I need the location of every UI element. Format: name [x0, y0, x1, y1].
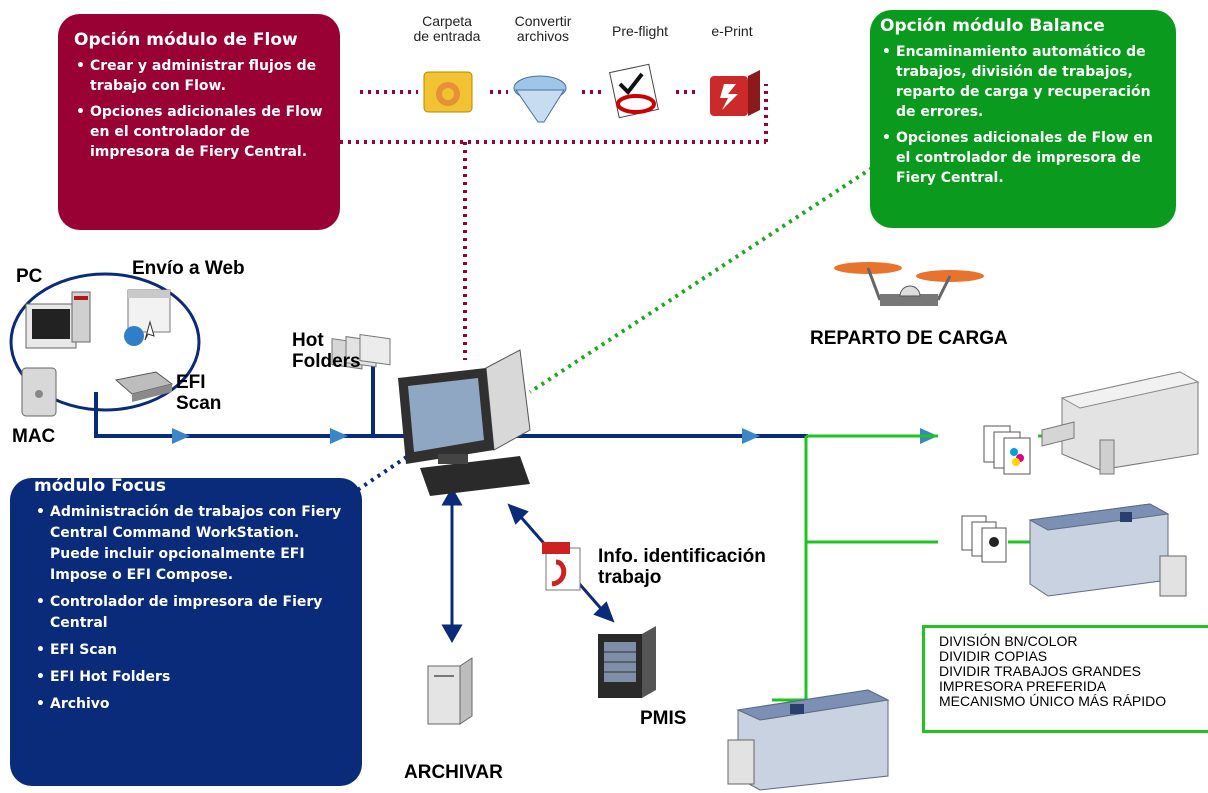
color-documents-icon — [983, 425, 1031, 475]
flow-dotted-connector — [340, 84, 768, 360]
bw-documents-icon — [961, 515, 1007, 563]
list-item: Opciones adicionales de Flow en el contr… — [74, 102, 326, 162]
scanner-icon — [114, 371, 174, 402]
balance-module-title: Opción módulo Balance — [880, 16, 1105, 36]
web-submit-label: Envío a Web — [132, 258, 245, 279]
list-item: Opciones adicionales de Flow en el contr… — [880, 128, 1164, 188]
focus-module-list: Administración de trabajos con Fiery Cen… — [34, 502, 350, 715]
list-item: Controlador de impresora de Fiery Centra… — [34, 592, 350, 634]
job-info-label: Info. identificación trabajo — [598, 546, 766, 588]
balance-scale-icon — [834, 262, 984, 306]
pmis-server-icon — [598, 626, 656, 698]
hot-folders-icon — [331, 334, 391, 370]
flow-step-label-eprint: e-Print — [711, 23, 753, 39]
archive-server-icon — [427, 657, 473, 725]
pc-icon — [25, 291, 91, 349]
focus-module-title: módulo Focus — [34, 476, 166, 496]
focus-module-box: módulo Focus Administración de trabajos … — [10, 476, 362, 786]
list-item: Crear y administrar flujos de trabajo co… — [74, 56, 326, 96]
web-submit-icon — [124, 289, 171, 346]
eprint-icon — [710, 70, 760, 116]
split-option: DIVIDIR COPIAS — [939, 648, 1048, 664]
balance-dotted-connector — [528, 166, 874, 394]
pc-label: PC — [16, 266, 43, 287]
mac-icon — [21, 367, 57, 417]
funnel-icon — [513, 75, 567, 123]
production-printer-top-icon — [1041, 371, 1200, 475]
mac-label: MAC — [12, 426, 56, 447]
production-printer-bottom-icon — [727, 689, 890, 791]
flow-module-box: Opción módulo de Flow Crear y administra… — [58, 14, 340, 230]
focus-dotted-connector — [348, 446, 422, 497]
checklist-icon — [609, 63, 659, 119]
archive-label: ARCHIVAR — [404, 762, 503, 783]
balance-module-box: Opción módulo Balance Encaminamiento aut… — [870, 10, 1176, 228]
flow-step-label-input-folder: Carpeta de entrada — [413, 13, 481, 44]
list-item: Archivo — [34, 694, 350, 715]
balance-module-list: Encaminamiento automático de trabajos, d… — [880, 42, 1164, 188]
list-item: Administración de trabajos con Fiery Cen… — [34, 502, 350, 586]
folder-icon — [423, 71, 473, 113]
pdf-job-ticket-icon — [542, 542, 581, 591]
flow-module-list: Crear y administrar flujos de trabajo co… — [74, 56, 326, 162]
split-option: MECANISMO ÚNICO MÁS RÁPIDO — [939, 693, 1167, 709]
list-item: Encaminamiento automático de trabajos, d… — [880, 42, 1164, 122]
workstation-icon — [398, 349, 531, 496]
flow-step-label-preflight: Pre-flight — [611, 23, 669, 39]
split-options-box: DIVISIÓN BN/COLOR DIVIDIR COPIAS DIVIDIR… — [922, 625, 1208, 733]
flow-step-label-convert-files: Convertir archivos — [514, 13, 572, 44]
efi-scan-label: EFI Scan — [176, 372, 222, 414]
split-option: IMPRESORA PREFERIDA — [939, 678, 1107, 694]
list-item: EFI Hot Folders — [34, 667, 350, 688]
load-balance-label: REPARTO DE CARGA — [810, 328, 1008, 349]
archive-double-arrow — [441, 486, 463, 644]
split-option: DIVISIÓN BN/COLOR — [939, 633, 1078, 649]
pmis-label: PMIS — [640, 708, 687, 729]
hot-folders-label: Hot Folders — [292, 330, 361, 372]
production-printer-middle-icon — [1028, 503, 1187, 597]
split-option: DIVIDIR TRABAJOS GRANDES — [939, 663, 1142, 679]
client-network-loop — [9, 272, 201, 412]
flow-module-title: Opción módulo de Flow — [74, 30, 298, 50]
list-item: EFI Scan — [34, 640, 350, 661]
